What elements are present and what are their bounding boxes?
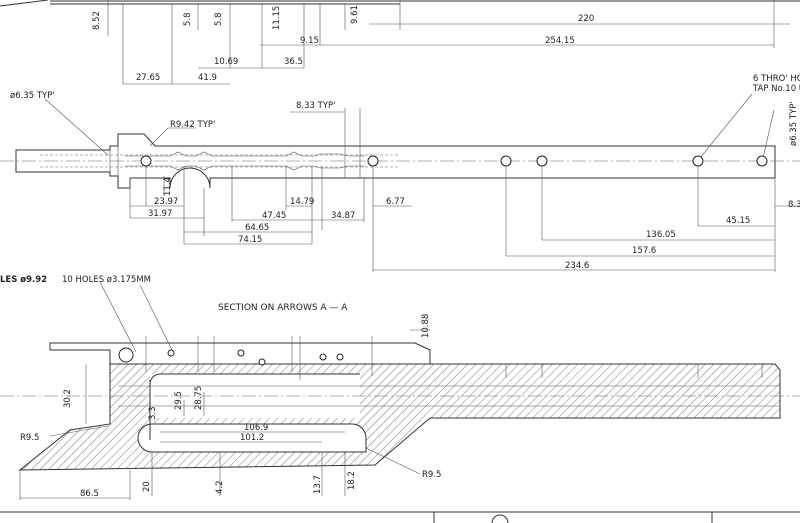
hole-4 [536, 155, 548, 167]
dim-34-87: 34.87 [331, 211, 355, 221]
section-view [0, 281, 800, 500]
dim-106-9: 106.9 [244, 423, 268, 433]
dim-8-3: 8.3 [788, 200, 800, 210]
dim-157-6: 157.6 [632, 246, 656, 256]
dim-18-2: 18.2 [347, 471, 357, 490]
label-thro-holes-1: 6 THRO' HOLE [753, 74, 800, 84]
dim-220: 220 [578, 14, 594, 24]
dim-4-2: 4.2 [215, 480, 225, 494]
dim-86-5: 86.5 [80, 489, 99, 499]
dim-14-79: 14.79 [290, 197, 314, 207]
dim-5-8-a: 5.8 [183, 12, 193, 26]
hole-6 [756, 155, 768, 167]
dim-36-5: 36.5 [284, 57, 303, 67]
dim-31-97: 31.97 [148, 209, 172, 219]
label-r9-5-right: R9.5 [422, 470, 441, 480]
dim-11-4: 11.4 [163, 177, 173, 196]
label-width-typ: 8.33 TYP' [296, 101, 335, 111]
hole-2 [367, 155, 379, 167]
dim-74-15: 74.15 [238, 235, 262, 245]
dim-30-2: 30.2 [63, 389, 73, 408]
dim-45-15: 45.15 [726, 216, 750, 226]
dim-13-7: 13.7 [313, 475, 323, 494]
label-r9-5-left: R9.5 [20, 433, 39, 443]
label-10-holes: 10 HOLES ø3.175MM [62, 275, 151, 285]
dim-10-69: 10.69 [214, 57, 238, 67]
dim-3-3: 3.3 [148, 406, 158, 420]
dim-28-75: 28.75 [194, 386, 204, 410]
dim-64-65: 64.65 [245, 223, 269, 233]
section-hole-4 [319, 353, 327, 361]
label-dia-typ-right: ø6.35 TYP' [789, 101, 799, 146]
label-thro-holes-2: TAP No.10 UN [752, 84, 800, 94]
dim-6-77: 6.77 [386, 197, 405, 207]
hole-5 [692, 155, 704, 167]
label-holes-left: LES ø9.92 [0, 275, 47, 285]
plan-view [0, 93, 800, 272]
dim-20: 20 [142, 481, 152, 492]
section-hole-large [118, 347, 134, 363]
hole-1 [140, 155, 152, 167]
dim-254-15: 254.15 [545, 36, 575, 46]
dim-8-52: 8.52 [92, 11, 102, 30]
section-hole-3 [258, 358, 266, 366]
hole-3 [500, 155, 512, 167]
dim-11-15: 11.15 [272, 6, 282, 30]
label-dia-typ-left: ø6.35 TYP' [10, 91, 55, 101]
top-dimension-band [0, 0, 800, 85]
section-hole-2 [237, 349, 245, 357]
dim-5-8-b: 5.8 [214, 12, 224, 26]
title-block-edge [0, 511, 800, 523]
dim-41-9: 41.9 [198, 73, 217, 83]
section-hole-1 [167, 349, 175, 357]
dim-47-45: 47.45 [262, 211, 286, 221]
dim-136-05: 136.05 [646, 230, 676, 240]
dim-10-88: 10.88 [421, 314, 431, 338]
dim-23-97: 23.97 [154, 197, 178, 207]
label-radius-typ: R9.42 TYP' [170, 120, 215, 130]
dim-234-6: 234.6 [565, 261, 589, 271]
dim-101-2: 101.2 [240, 433, 264, 443]
dim-29-5: 29.5 [174, 391, 184, 410]
section-title: SECTION ON ARROWS A — A [218, 303, 348, 313]
dim-27-65: 27.65 [136, 73, 160, 83]
dim-9-15: 9.15 [300, 36, 319, 46]
dim-9-61: 9.61 [350, 5, 360, 24]
section-hole-5 [336, 353, 344, 361]
